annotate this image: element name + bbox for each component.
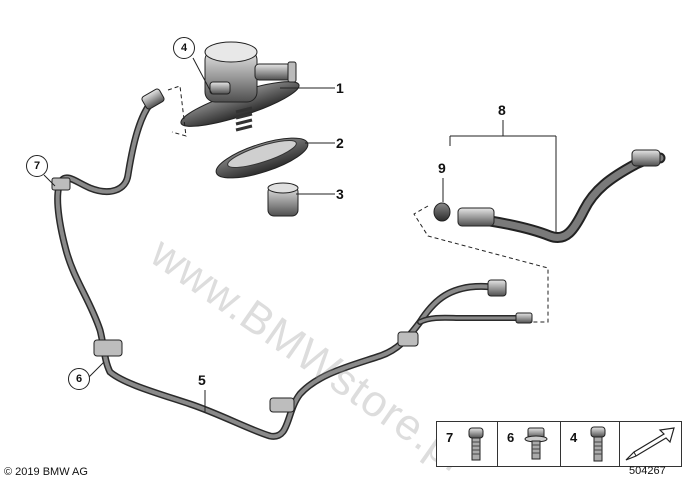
pump-spring [235,106,253,132]
pipe-nut [141,88,165,110]
legend-cell-4: 4 [561,422,620,466]
bolt-icon [590,426,606,462]
callout-2: 2 [336,135,344,151]
callout-9: 9 [438,160,446,176]
roller-tappet-3 [267,182,299,217]
callout-3: 3 [336,186,344,202]
pipe-clip [93,339,123,357]
pipe-clip [269,397,295,413]
pipe-clip [397,331,419,347]
callout-5: 5 [198,372,206,388]
pipe-end [515,312,533,324]
fuel-line-5 [54,100,523,440]
legend-number: 7 [446,430,454,445]
bolt-icon [468,427,484,461]
legend-number: 6 [507,430,515,445]
legend-cell-7: 7 [437,422,498,466]
high-pressure-pump [180,41,300,127]
legend-number: 4 [570,430,578,445]
sealing-ring-2 [215,137,309,179]
callout-6: 6 [68,368,90,390]
hardware-legend: 7 6 4 [436,421,682,467]
callout-4: 4 [173,37,195,59]
callout-7: 7 [26,155,48,177]
direction-arrow-icon [625,427,675,461]
seal-ring-9 [433,202,451,222]
dashed-ref [167,85,187,137]
legend-cell-arrow [620,422,681,466]
fuel-line-8 [457,149,666,243]
leader-lines [43,57,557,412]
legend-cell-6: 6 [498,422,561,466]
flange-bolt-icon [524,427,548,460]
callout-1: 1 [336,80,344,96]
diagram-number: 504267 [629,465,666,477]
pipe-clip [51,177,71,191]
pipe-nut [487,279,507,297]
callout-8: 8 [498,102,506,118]
copyright-text: © 2019 BMW AG [4,466,88,478]
